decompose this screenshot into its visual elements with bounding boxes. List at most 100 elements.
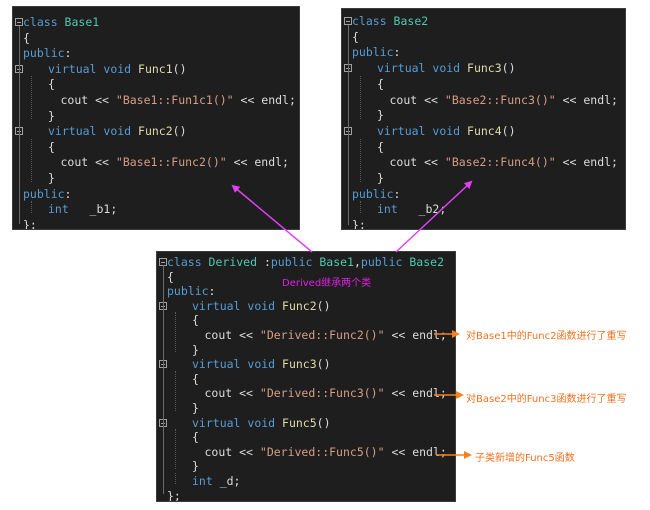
code-line: public: bbox=[157, 281, 455, 301]
code-line: { bbox=[13, 74, 299, 94]
code-token: } bbox=[377, 108, 384, 123]
code-token: public bbox=[23, 186, 65, 201]
code-line: virtual void Func5() bbox=[157, 413, 455, 433]
code-token: { bbox=[192, 430, 199, 445]
code-line: } bbox=[157, 398, 455, 418]
indent-guide-line bbox=[360, 201, 361, 214]
code-token: public bbox=[270, 255, 320, 269]
code-token: , bbox=[353, 255, 361, 269]
code-token: : bbox=[208, 284, 216, 299]
indent-guide-line bbox=[175, 429, 176, 469]
code-token: } bbox=[48, 171, 55, 185]
indent-guide-line bbox=[31, 138, 32, 182]
fold-guide-line bbox=[19, 25, 20, 225]
code-token: : bbox=[263, 255, 271, 269]
code-token: { bbox=[167, 269, 174, 284]
code-token: "Derived::Func2()" bbox=[259, 328, 385, 342]
code-line: virtual void Func2() bbox=[157, 296, 455, 316]
code-token: { bbox=[23, 30, 30, 45]
indent-guide-line bbox=[360, 138, 361, 182]
code-token: _b1; bbox=[75, 202, 118, 217]
code-token: Func3 bbox=[282, 357, 317, 372]
code-token: << endl; bbox=[233, 93, 296, 107]
code-line: { bbox=[13, 28, 299, 48]
fold-toggle-icon[interactable] bbox=[344, 17, 352, 25]
code-line: int _d; bbox=[157, 471, 455, 491]
code-line: int _b1; bbox=[13, 199, 299, 219]
code-line: virtual void Func2() bbox=[13, 121, 299, 141]
code-line: cout << "Base1::Func2()" << endl; bbox=[13, 152, 299, 172]
code-line: cout << "Base1::Fun1c1()" << endl; bbox=[13, 90, 299, 110]
indent-guide-line bbox=[360, 75, 361, 119]
code-token: class bbox=[167, 255, 209, 269]
code-line: { bbox=[342, 137, 625, 157]
code-token: { bbox=[192, 313, 199, 328]
code-line: public: bbox=[13, 43, 299, 63]
indent-guide-line bbox=[175, 370, 176, 411]
code-token: int bbox=[377, 202, 405, 217]
code-token: Base2 bbox=[393, 14, 429, 28]
code-line: { bbox=[342, 27, 625, 47]
code-token: () bbox=[172, 61, 187, 76]
code-line: cout << "Base2::Func3()" << endl; bbox=[342, 90, 625, 110]
code-line: }; bbox=[13, 215, 299, 229]
code-line: { bbox=[157, 369, 455, 389]
code-token: public bbox=[23, 46, 65, 61]
code-line: } bbox=[157, 340, 455, 360]
code-line: cout << "Base2::Func4()" << endl; bbox=[342, 152, 625, 172]
code-token: virtual bbox=[192, 298, 248, 313]
derived-code-panel: class Derived :public Base1,public Base2… bbox=[156, 251, 456, 502]
code-token: "Base1::Fun1c1()" bbox=[115, 93, 234, 107]
code-line: cout << "Derived::Func3()" << endl; bbox=[157, 383, 455, 403]
code-token: Func4 bbox=[467, 123, 502, 138]
code-token: public bbox=[360, 255, 410, 269]
code-token: "Base2::Func4()" bbox=[444, 155, 556, 170]
code-token: public bbox=[352, 45, 394, 60]
code-token: Base1 bbox=[319, 255, 354, 269]
code-token: cout << bbox=[389, 92, 445, 107]
code-token: "Derived::Func3()" bbox=[259, 386, 385, 401]
code-token: cout << bbox=[389, 155, 445, 170]
code-line: } bbox=[342, 168, 625, 188]
code-token: virtual bbox=[48, 124, 104, 139]
code-token: << endl; bbox=[555, 92, 618, 107]
code-line: } bbox=[157, 456, 455, 476]
code-token: : bbox=[393, 45, 401, 60]
code-token: "Base2::Func3()" bbox=[444, 92, 556, 107]
new-func5-note: 子类新增的Func5函数 bbox=[475, 453, 575, 464]
code-token: } bbox=[192, 342, 199, 357]
code-token: "Base1::Func2()" bbox=[115, 155, 227, 170]
inherit-note: Derived继承两个类 bbox=[282, 278, 372, 289]
indent-guide-line bbox=[175, 473, 176, 484]
code-token: Func2 bbox=[138, 124, 173, 139]
code-token: () bbox=[316, 415, 331, 430]
code-token: { bbox=[48, 77, 55, 92]
fold-toggle-icon[interactable] bbox=[15, 18, 23, 26]
code-token: cout << bbox=[60, 93, 116, 107]
code-token: virtual bbox=[377, 61, 433, 76]
code-token: virtual bbox=[377, 123, 433, 138]
code-token: Func2 bbox=[282, 298, 317, 313]
code-line: } bbox=[13, 168, 299, 188]
code-line: class Base1 bbox=[13, 12, 299, 32]
code-line: { bbox=[342, 74, 625, 94]
code-line: virtual void Func4() bbox=[342, 121, 625, 141]
code-line: }; bbox=[342, 215, 625, 230]
code-token: cout << bbox=[60, 155, 116, 170]
code-token: class bbox=[23, 15, 65, 29]
code-token: Func1 bbox=[138, 61, 173, 76]
code-token: public bbox=[352, 186, 394, 201]
code-token: public bbox=[167, 284, 209, 299]
code-token: << endl; bbox=[384, 328, 447, 342]
code-token: { bbox=[192, 371, 199, 386]
code-token: Func5 bbox=[282, 415, 317, 430]
code-line: { bbox=[157, 427, 455, 447]
code-token: () bbox=[316, 298, 331, 313]
code-token: () bbox=[316, 357, 331, 372]
code-token: cout << bbox=[204, 386, 260, 401]
code-token: virtual bbox=[192, 415, 248, 430]
code-token: void bbox=[432, 123, 468, 138]
code-token: }; bbox=[352, 218, 366, 230]
code-line: virtual void Func3() bbox=[342, 58, 625, 78]
code-token: cout << bbox=[204, 328, 260, 342]
